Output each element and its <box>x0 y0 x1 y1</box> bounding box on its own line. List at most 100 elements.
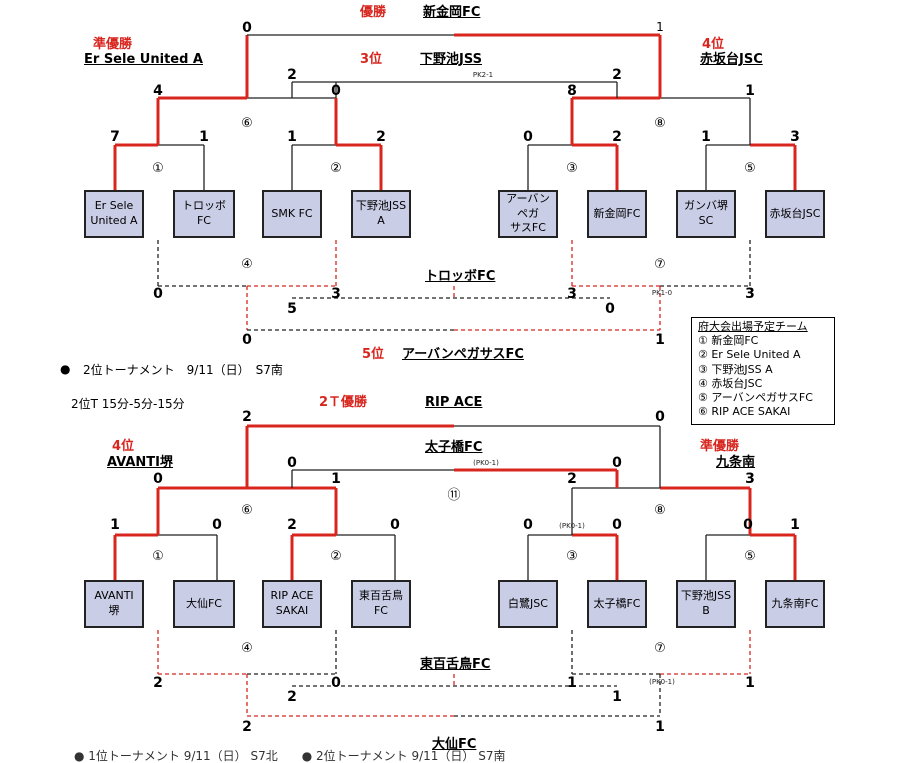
lower-semi-score-2: 1 <box>331 471 341 487</box>
lower-third-pk: (PK0-1) <box>473 459 499 467</box>
lower-semi-score-3: 2 <box>567 471 577 487</box>
upper-third-name: 下野池JSS <box>420 52 482 67</box>
upper-match-8: ⑧ <box>654 116 666 131</box>
lower-consol-score-1: 2 <box>153 675 163 691</box>
lower-third-score-right: 0 <box>612 455 622 471</box>
lower-team-7: 下野池JSS B <box>676 580 736 628</box>
upper-consol-score-1: 0 <box>153 286 163 302</box>
upper-match-2: ② <box>330 161 342 176</box>
lower-champion-label: 2Ｔ優勝 <box>319 395 368 410</box>
upper-third-score-right: 2 <box>612 67 622 83</box>
section-format: 2位T 15分-5分-15分 <box>71 397 185 411</box>
upper-fifth-score-left: 0 <box>242 332 252 348</box>
lower-r1-score-4: 0 <box>390 517 400 533</box>
lower-semi-score-1: 0 <box>153 471 163 487</box>
lower-team-1: AVANTI 堺 <box>84 580 144 628</box>
lower-r1-score-7: 0 <box>743 517 753 533</box>
upper-team-4: 下野池JSS A <box>351 190 411 238</box>
upper-r1-score-2: 1 <box>199 129 209 145</box>
lower-consol-pk: (PK0-1) <box>649 678 675 686</box>
upper-third-label: 3位 <box>360 52 383 67</box>
lower-r1-score-2: 0 <box>212 517 222 533</box>
lower-match-8: ⑧ <box>654 503 666 518</box>
legend-item: ④ 赤坂台JSC <box>698 376 763 390</box>
lower-runnerup-name: 九条南 <box>716 455 756 470</box>
upper-third-score-left: 2 <box>287 67 297 83</box>
lower-consolation-winner: 東百舌鳥FC <box>420 657 491 672</box>
upper-fourth-name: 赤坂台JSC <box>700 52 763 67</box>
legend-item: ② Er Sele United A <box>698 348 801 362</box>
lower-consol-score-2: 0 <box>331 675 341 691</box>
upper-fifth-name: アーバンペガサスFC <box>402 347 524 362</box>
lower-match-11: ⑪ <box>447 488 461 503</box>
lower-match-1: ① <box>152 549 164 564</box>
lower-fourth-label: 4位 <box>112 439 135 454</box>
section-bullet: ● <box>60 362 71 376</box>
upper-consol-score-2: 3 <box>331 286 341 302</box>
lower-team-3: RIP ACE SAKAI <box>262 580 322 628</box>
upper-fifth-score-right: 1 <box>655 332 665 348</box>
legend-title: 府大会出場予定チーム <box>698 320 808 333</box>
lower-r1-score-3: 2 <box>287 517 297 533</box>
upper-consol-score-3: 3 <box>567 286 577 302</box>
upper-team-8: 赤坂台JSC <box>765 190 825 238</box>
lower-team-6: 太子橋FC <box>587 580 647 628</box>
lower-consol-score-4: 1 <box>745 675 755 691</box>
upper-consol-pk: PK1-0 <box>651 289 673 297</box>
upper-r1-score-7: 1 <box>701 129 711 145</box>
lower-match-7: ⑦ <box>654 641 666 656</box>
upper-match-1: ① <box>152 161 164 176</box>
lower-r1-score-6: 0 <box>612 517 622 533</box>
lower-match-2: ② <box>330 549 342 564</box>
lower-match-3: ③ <box>566 549 578 564</box>
upper-consol-score-4: 3 <box>745 286 755 302</box>
upper-match-7: ⑦ <box>654 257 666 272</box>
upper-match-4: ④ <box>241 257 253 272</box>
legend-item: ⑥ RIP ACE SAKAI <box>698 405 791 419</box>
upper-r1-score-3: 1 <box>287 129 297 145</box>
lower-team-2: 大仙FC <box>173 580 235 628</box>
lower-final-score-right: 0 <box>655 409 665 425</box>
lower-champion-name: RIP ACE <box>425 395 483 410</box>
upper-fourth-label: 4位 <box>702 37 725 52</box>
upper-champion-label: 優勝 <box>360 5 387 20</box>
upper-consolation-winner: トロッボFC <box>425 269 496 284</box>
upper-match-6: ⑥ <box>241 116 253 131</box>
lower-consol-semi-1: 2 <box>287 689 297 705</box>
lower-r1-score-1: 1 <box>110 517 120 533</box>
lower-fourth-name: AVANTI堺 <box>107 455 174 470</box>
lower-match-6: ⑥ <box>241 503 253 518</box>
upper-r1-score-8: 3 <box>790 129 800 145</box>
upper-champion-name: 新金岡FC <box>423 5 481 20</box>
upper-consol-semi-2: 0 <box>605 301 615 317</box>
lower-consol-semi-2: 1 <box>612 689 622 705</box>
upper-team-1: Er Sele United A <box>84 190 144 238</box>
upper-team-2: トロッボFC <box>173 190 235 238</box>
upper-runnerup-name: Er Sele United A <box>84 52 203 67</box>
upper-semi-score-2: 0 <box>331 83 341 99</box>
upper-r1-score-4: 2 <box>376 129 386 145</box>
upper-team-6: 新金岡FC <box>587 190 647 238</box>
upper-r1-score-1: 7 <box>110 129 120 145</box>
upper-r1-score-6: 2 <box>612 129 622 145</box>
upper-final-score-right: 1 <box>656 20 664 34</box>
upper-fifth-label: 5位 <box>362 347 385 362</box>
upper-team-5: アーバンペガ サスFC <box>498 190 558 238</box>
lower-r1-score-8: 1 <box>790 517 800 533</box>
upper-semi-score-1: 4 <box>153 83 163 99</box>
upper-consol-semi-1: 5 <box>287 301 297 317</box>
upper-team-3: SMK FC <box>262 190 322 238</box>
lower-runnerup-label: 準優勝 <box>700 439 740 454</box>
lower-third-score-left: 0 <box>287 455 297 471</box>
lower-team-4: 東百舌鳥 FC <box>351 580 411 628</box>
upper-match-3: ③ <box>566 161 578 176</box>
lower-third-name: 太子橋FC <box>425 440 483 455</box>
upper-match-5: ⑤ <box>744 161 756 176</box>
upper-semi-score-3: 8 <box>567 83 577 99</box>
lower-bottom-score-left: 2 <box>242 719 252 735</box>
lower-r1-score-5: 0 <box>523 517 533 533</box>
upper-final-score-left: 0 <box>242 20 252 36</box>
legend-item: ③ 下野池JSS A <box>698 362 773 376</box>
lower-team-8: 九条南FC <box>765 580 825 628</box>
